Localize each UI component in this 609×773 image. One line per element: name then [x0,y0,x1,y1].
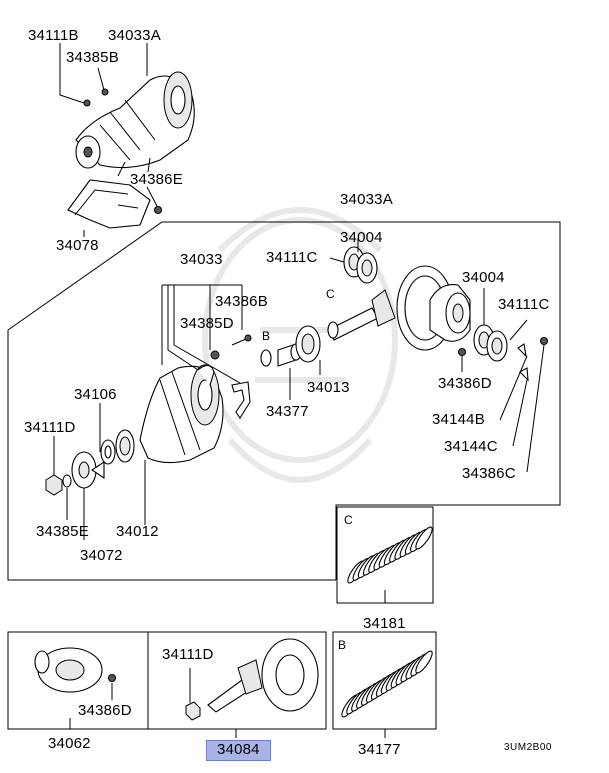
bolt-icon [210,334,252,360]
part-label-34386D-b: 34386D [78,702,132,719]
differential-case-icon [139,364,251,464]
flange-icon [71,451,105,489]
part-label-34033A-right: 34033A [340,191,393,208]
part-label-34078: 34078 [56,237,99,254]
spring-coil-icon [341,650,433,718]
spring-coil-turn [415,526,433,550]
box-34084 [147,631,327,730]
part-label-34084-highlighted[interactable]: 34084 [206,740,271,761]
marker-b-box: B [338,638,347,652]
part-label-34033A-top: 34033A [108,27,161,44]
nut-icon [45,474,72,496]
pinion-gear-icon [185,659,263,721]
marker-c: C [326,287,335,301]
drawing-code: 3UM2B00 [504,742,552,753]
part-label-34377: 34377 [266,403,309,420]
part-label-34106: 34106 [74,386,117,403]
bolt-icon [83,88,109,107]
part-label-34181: 34181 [363,615,406,632]
part-label-34072: 34072 [80,547,123,564]
part-label-34012: 34012 [116,523,159,540]
part-label-34144B: 34144B [432,411,485,428]
part-label-34111C-b: 34111C [498,296,550,313]
part-label-34177: 34177 [358,741,401,758]
part-label-34386D: 34386D [438,375,492,392]
part-label-34111B: 34111B [28,27,79,44]
bearing-icon [473,324,508,362]
part-label-34386E: 34386E [130,171,183,188]
part-label-34111D-b: 34111D [162,646,214,663]
part-label-34111D-a: 34111D [24,419,76,436]
part-label-34144C: 34144C [444,438,498,455]
bearing-icon [343,246,378,284]
clip-icon [517,337,548,382]
differential-case-icon [34,647,116,693]
seal-icon [100,429,135,465]
part-label-34062: 34062 [48,735,91,752]
main-assembly-frame [7,221,561,581]
spring-coil-icon [347,526,433,584]
differential-case-icon [429,284,471,356]
part-label-34004-a: 34004 [340,229,383,246]
part-label-34386C: 34386C [462,465,516,482]
part-label-34033: 34033 [180,251,223,268]
pinion-gear-icon [327,289,396,341]
mount-bracket-icon [67,179,162,229]
spring-coil-turn [415,650,433,674]
part-label-34004-b: 34004 [462,269,505,286]
carrier-assembly-icon [75,71,195,177]
part-label-34385B: 34385B [66,49,119,66]
part-label-34385D: 34385D [180,315,234,332]
part-label-34013: 34013 [307,379,350,396]
watermark [202,207,398,483]
part-label-34385E: 34385E [36,523,89,540]
bearing-icon [260,325,321,367]
marker-b: B [262,329,271,343]
marker-c-box: C [344,513,353,527]
ring-gear-icon [261,638,319,712]
part-label-34386B: 34386B [215,293,268,310]
part-label-34111C-a: 34111C [266,249,318,266]
